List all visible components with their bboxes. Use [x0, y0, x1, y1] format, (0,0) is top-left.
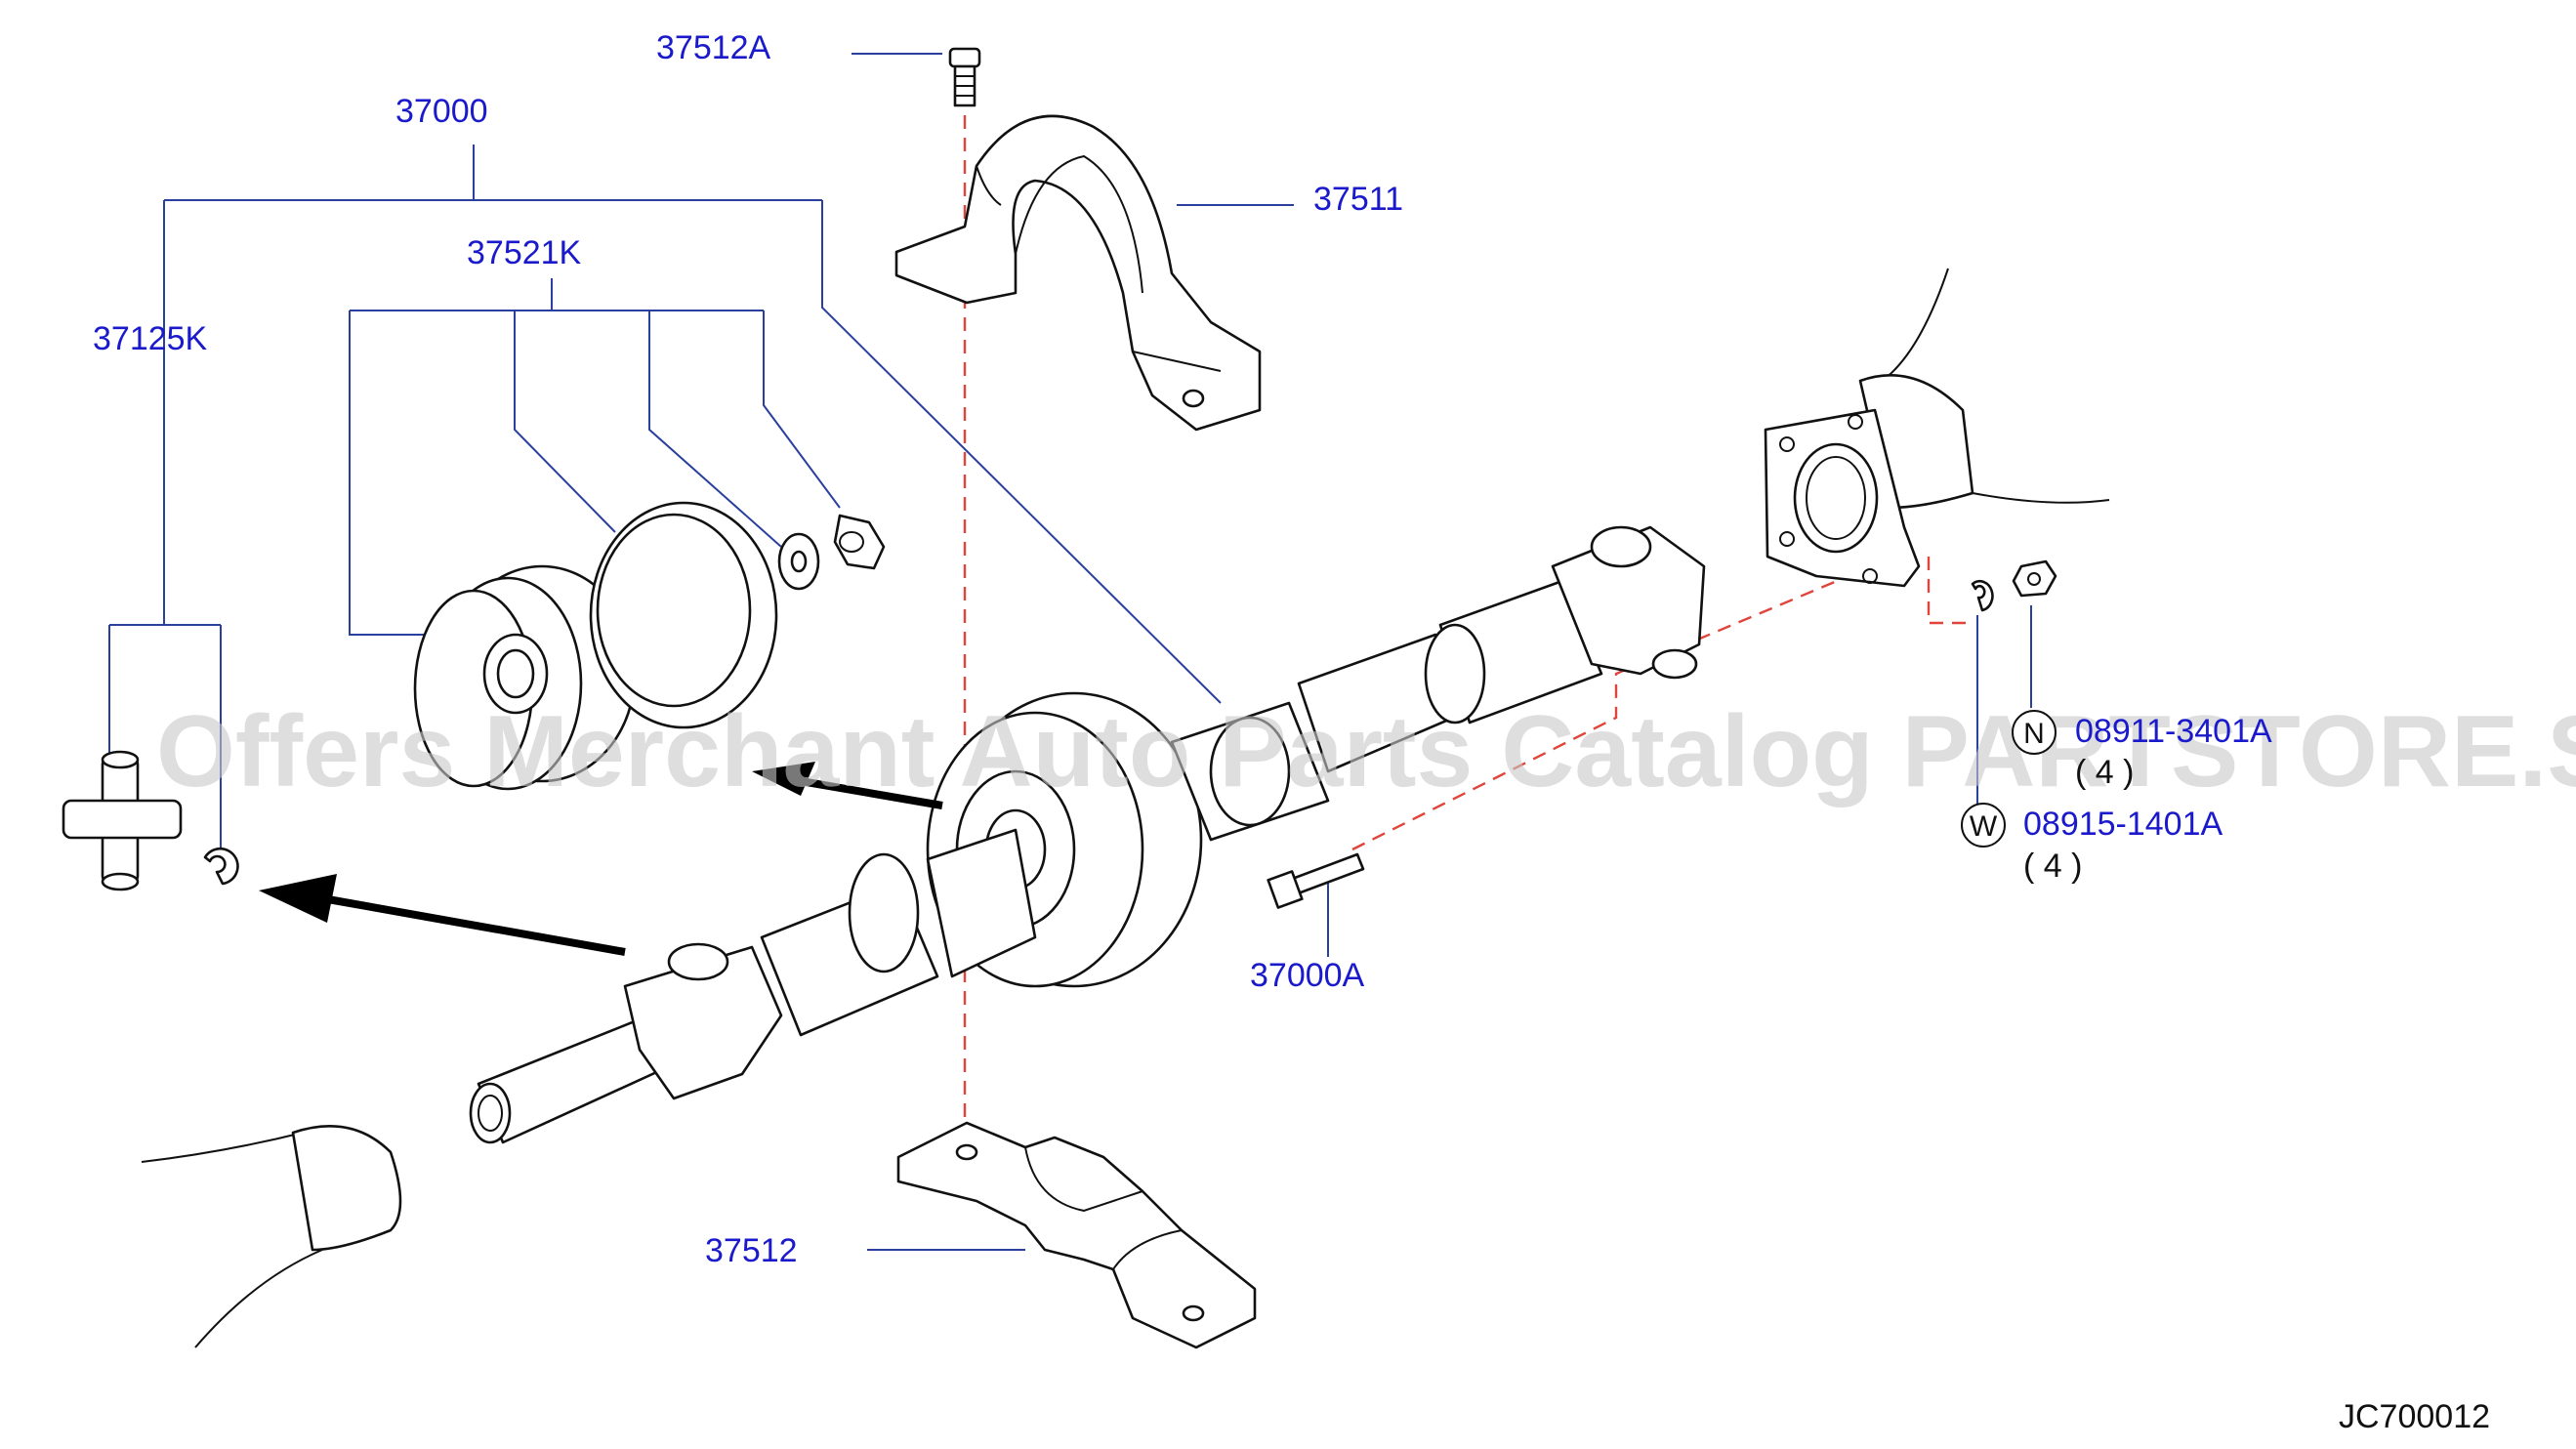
upper-bracket-37511 [894, 114, 1262, 432]
center-bearing-exploded [413, 501, 886, 791]
washer-quantity: ( 4 ) [2023, 848, 2082, 885]
callout-37125K[interactable]: 37125K [93, 320, 208, 357]
callout-37512A[interactable]: 37512A [656, 29, 771, 66]
front-differential-outline [141, 1125, 402, 1348]
callout-37511[interactable]: 37511 [1313, 181, 1403, 218]
explode-arrows [259, 762, 943, 956]
rear-washer-nut [1971, 559, 2057, 612]
nut-marker-letter: N [2023, 718, 2045, 750]
washer-marker-letter: W [1970, 810, 1998, 843]
alignment-dashed-lines [963, 93, 1973, 1157]
rear-flange-differential [1764, 268, 2110, 588]
callout-37000[interactable]: 37000 [395, 93, 488, 130]
diagram-code: JC700012 [2339, 1398, 2490, 1435]
propeller-shaft-assembly [469, 525, 1706, 1144]
callout-37521K[interactable]: 37521K [467, 234, 582, 271]
lower-bracket-37512 [896, 1121, 1257, 1349]
callout-labels: 37512A 37000 37511 37521K 37125K 37000A … [93, 29, 2272, 1269]
nut-quantity: ( 4 ) [2075, 754, 2134, 791]
nut-marker: N [2012, 710, 2057, 755]
callout-37512[interactable]: 37512 [705, 1232, 798, 1269]
universal-joint-spider [62, 750, 239, 891]
leader-lines [108, 53, 2032, 1251]
bolt-37000A [1267, 852, 1365, 909]
bolt-37512A [948, 47, 981, 107]
callout-37000A[interactable]: 37000A [1250, 957, 1365, 994]
watermark: Offers Merchant Auto Parts Catalog PARTS… [156, 695, 2576, 808]
callout-washer-part[interactable]: 08915-1401A [2023, 806, 2223, 843]
callout-nut-part[interactable]: 08911-3401A [2075, 713, 2272, 750]
washer-marker: W [1961, 803, 2006, 848]
